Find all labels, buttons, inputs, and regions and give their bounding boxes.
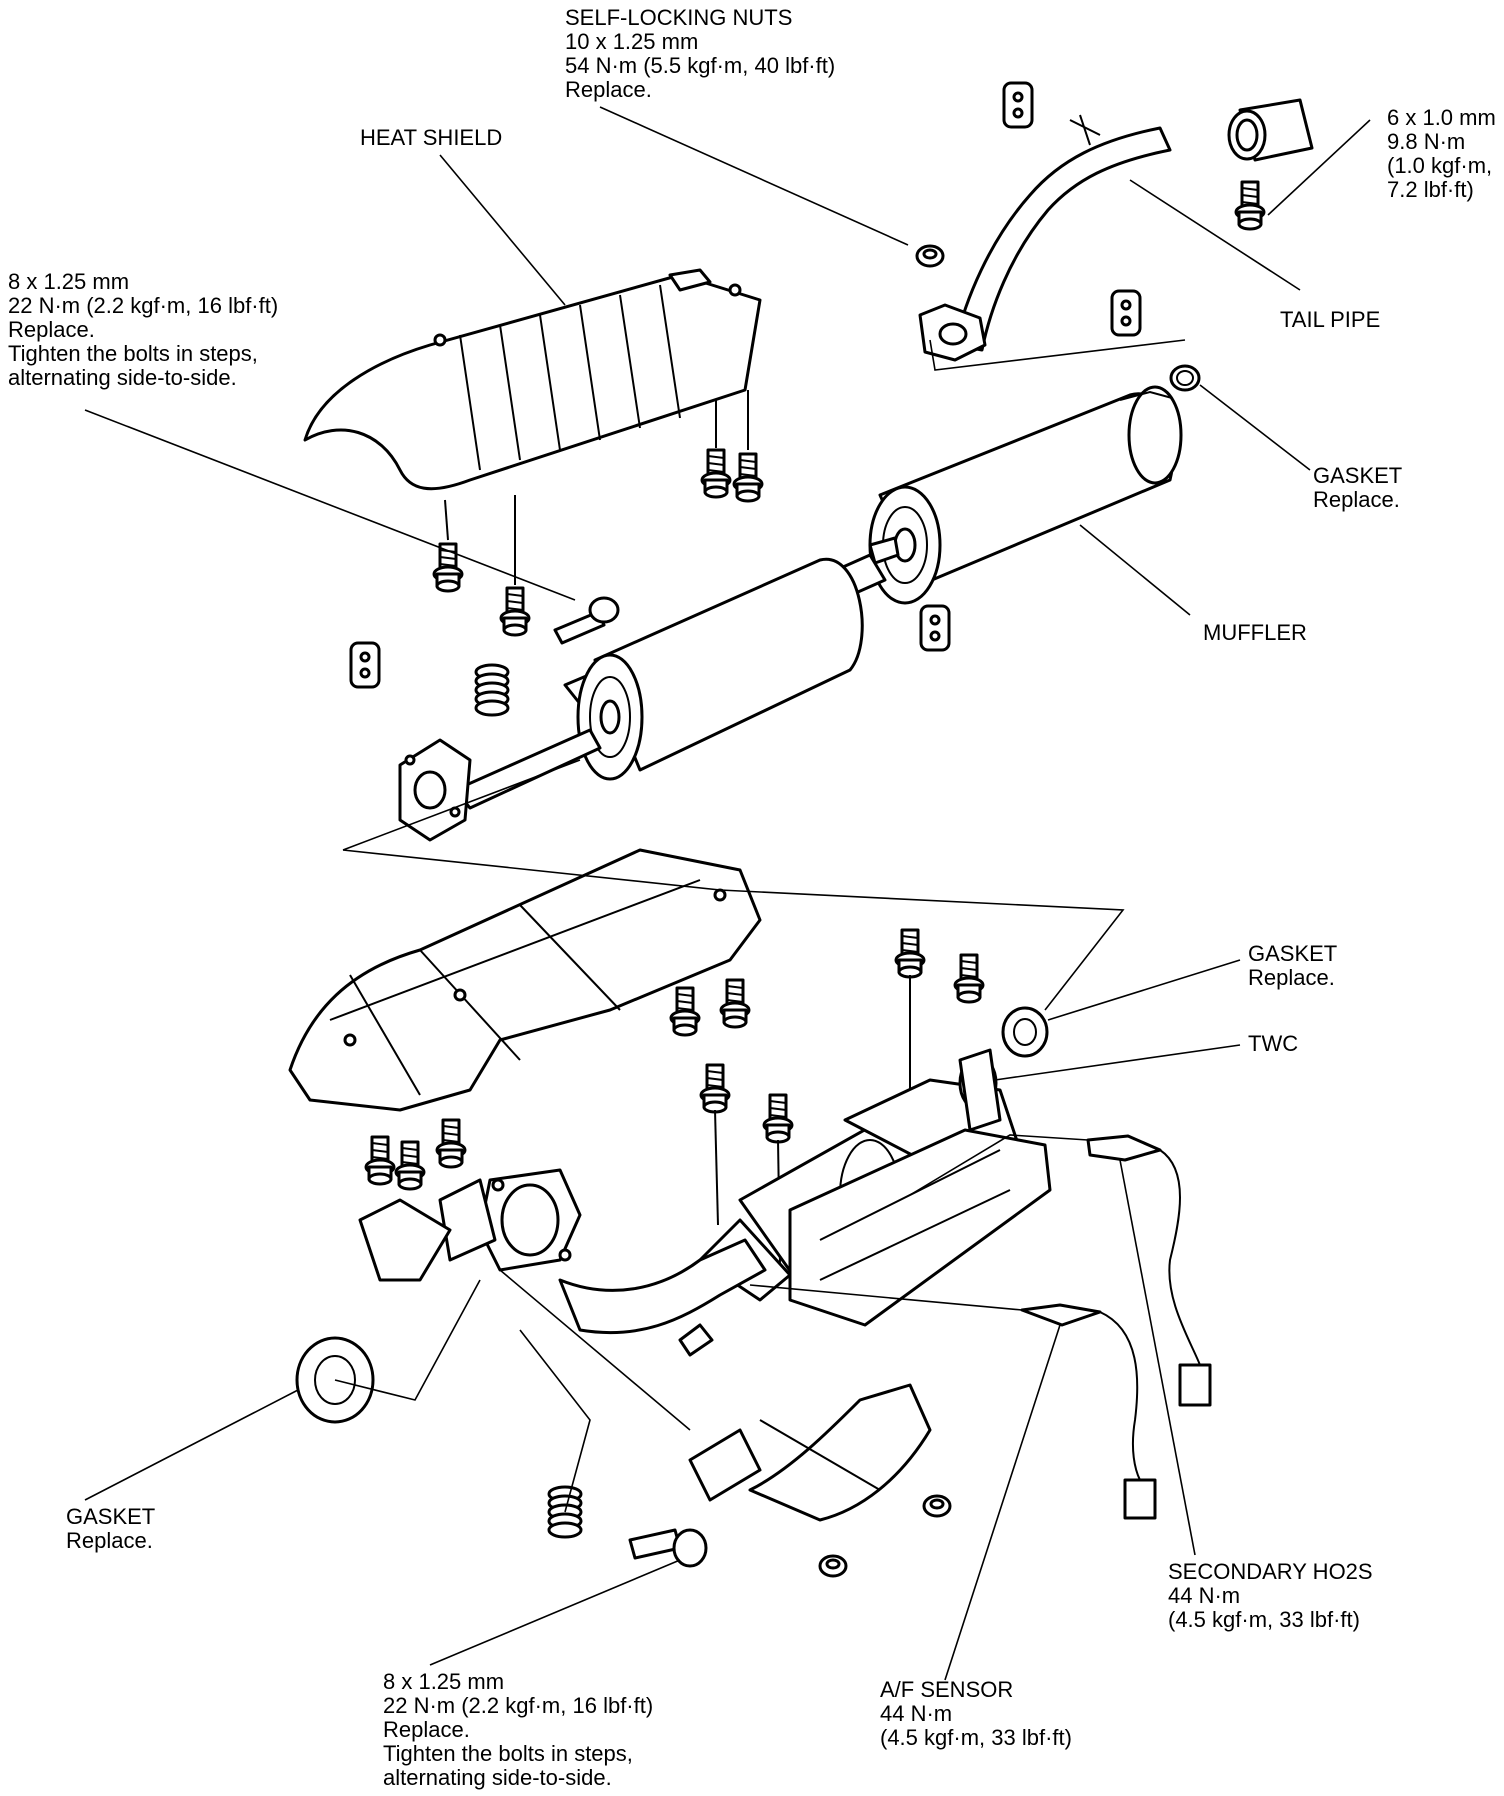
label-gasket-bottom: GASKET Replace. — [66, 1505, 155, 1553]
label-line: TAIL PIPE — [1280, 307, 1381, 332]
label-line: 22 N·m (2.2 kgf·m, 16 lbf·ft) — [8, 293, 279, 318]
leader-flange-bolts — [429, 1559, 681, 1666]
label-line: (4.5 kgf·m, 33 lbf·ft) — [880, 1725, 1072, 1750]
rubber-hanger-icon — [349, 641, 381, 689]
heat-shield-bolt-icon — [499, 586, 531, 637]
gasket-ring-top — [1169, 364, 1201, 392]
af-sensor — [1020, 1303, 1157, 1520]
label-line: GASKET — [1313, 463, 1403, 488]
label-heat-shield: HEAT SHIELD — [360, 126, 502, 150]
heat-shield-bolt-icon — [719, 978, 751, 1029]
label-line: 8 x 1.25 mm — [8, 269, 130, 294]
heat-shield-bolt-icon — [435, 1118, 467, 1169]
spring-icon — [474, 663, 510, 717]
leader-tail-pipe — [1129, 179, 1301, 291]
leader-gasket-top — [1199, 384, 1311, 471]
label-tail-pipe-bolt: 6 x 1.0 mm 9.8 N·m (1.0 kgf·m, 7.2 lbf·f… — [1387, 106, 1496, 202]
label-line: GASKET — [66, 1504, 156, 1529]
label-self-locking-nuts: SELF-LOCKING NUTS 10 x 1.25 mm 54 N·m (5… — [565, 6, 835, 102]
label-line: 44 N·m — [1168, 1583, 1241, 1608]
label-line: SELF-LOCKING NUTS — [565, 5, 793, 30]
tail-pipe-extension — [1227, 98, 1314, 162]
label-line: alternating side-to-side. — [8, 365, 237, 390]
label-line: SECONDARY HO2S — [1168, 1559, 1373, 1584]
heat-shield-bolt-icon — [700, 448, 732, 499]
tail-pipe-clamp-bolt-icon — [1234, 180, 1266, 231]
label-line: Replace. — [565, 77, 652, 102]
label-line: alternating side-to-side. — [383, 1765, 612, 1790]
label-line: 9.8 N·m — [1387, 129, 1466, 154]
label-line: 6 x 1.0 mm — [1387, 105, 1496, 130]
twc-bolt-icon — [762, 1093, 794, 1144]
front-pipe — [358, 1168, 767, 1357]
leader-self-locking-nuts — [599, 106, 909, 246]
twc-bolt-icon — [894, 928, 926, 979]
self-locking-nut-icon — [915, 244, 945, 268]
rubber-hanger-icon — [1110, 289, 1142, 337]
label-line: (1.0 kgf·m, — [1387, 153, 1493, 178]
label-gasket-top: GASKET Replace. — [1313, 464, 1402, 512]
label-line: MUFFLER — [1203, 620, 1307, 645]
leader-secondary-ho2s — [1119, 1159, 1196, 1556]
flange-bolt-icon — [628, 1528, 682, 1560]
label-line: A/F SENSOR — [880, 1677, 1014, 1702]
leader-tail-pipe-bolt — [1267, 119, 1371, 216]
muffler — [868, 364, 1201, 605]
label-line: HEAT SHIELD — [360, 125, 503, 150]
heat-shield-upper — [303, 268, 762, 491]
label-af-sensor: A/F SENSOR 44 N·m (4.5 kgf·m, 33 lbf·ft) — [880, 1678, 1072, 1750]
label-line: Tighten the bolts in steps, — [8, 341, 258, 366]
heat-shield-bolt-icon — [364, 1135, 396, 1186]
gasket-ring-mid — [1001, 1006, 1049, 1058]
flange-bolt-icon — [553, 610, 606, 645]
label-line: GASKET — [1248, 941, 1338, 966]
label-line: Replace. — [383, 1717, 470, 1742]
front-pipe-stay — [688, 1383, 932, 1522]
heat-shield-bolt-icon — [394, 1140, 426, 1191]
label-flange-bolts: 8 x 1.25 mm 22 N·m (2.2 kgf·m, 16 lbf·ft… — [383, 1670, 653, 1790]
label-tail-pipe: TAIL PIPE — [1280, 308, 1380, 332]
leader-muffler — [1079, 524, 1191, 616]
label-line: 8 x 1.25 mm — [383, 1669, 505, 1694]
leader-gasket-mid — [1047, 959, 1241, 1021]
heat-shield-bolt-icon — [669, 986, 701, 1037]
label-line: Replace. — [8, 317, 95, 342]
secondary-ho2s-sensor — [1086, 1134, 1212, 1407]
label-line: 10 x 1.25 mm — [565, 29, 699, 54]
heat-shield-lower — [288, 848, 762, 1112]
twc-bolt-icon — [953, 953, 985, 1004]
tail-pipe — [918, 114, 1172, 362]
twc-bolt-icon — [699, 1063, 731, 1114]
label-line: Replace. — [1248, 965, 1335, 990]
label-line: TWC — [1248, 1031, 1299, 1056]
label-heat-shield-bolts: 8 x 1.25 mm 22 N·m (2.2 kgf·m, 16 lbf·ft… — [8, 270, 278, 390]
leader-heat-shield-bolts — [84, 409, 576, 601]
self-locking-nut-icon — [818, 1554, 848, 1578]
leader-heat-shield — [439, 154, 566, 306]
rubber-hanger-icon — [919, 604, 951, 652]
label-line: (4.5 kgf·m, 33 lbf·ft) — [1168, 1607, 1360, 1632]
resonator-pipe — [398, 536, 900, 842]
label-line: Replace. — [66, 1528, 153, 1553]
label-line: Replace. — [1313, 487, 1400, 512]
label-line: 22 N·m (2.2 kgf·m, 16 lbf·ft) — [383, 1693, 654, 1718]
heat-shield-bolt-icon — [732, 452, 764, 503]
leader-lines — [84, 106, 1371, 1681]
label-line: 44 N·m — [880, 1701, 953, 1726]
leader-gasket-bottom — [84, 1389, 299, 1501]
label-twc: TWC — [1248, 1032, 1298, 1056]
label-line: 54 N·m (5.5 kgf·m, 40 lbf·ft) — [565, 53, 836, 78]
label-line: Tighten the bolts in steps, — [383, 1741, 633, 1766]
leader-af-sensor — [944, 1324, 1061, 1681]
label-line: 7.2 lbf·ft) — [1387, 177, 1474, 202]
label-secondary-ho2s: SECONDARY HO2S 44 N·m (4.5 kgf·m, 33 lbf… — [1168, 1560, 1373, 1632]
rubber-hanger-icon — [1002, 81, 1034, 129]
label-gasket-mid: GASKET Replace. — [1248, 942, 1337, 990]
leader-twc — [994, 1044, 1241, 1081]
self-locking-nut-icon — [922, 1494, 952, 1518]
label-muffler: MUFFLER — [1203, 621, 1307, 645]
